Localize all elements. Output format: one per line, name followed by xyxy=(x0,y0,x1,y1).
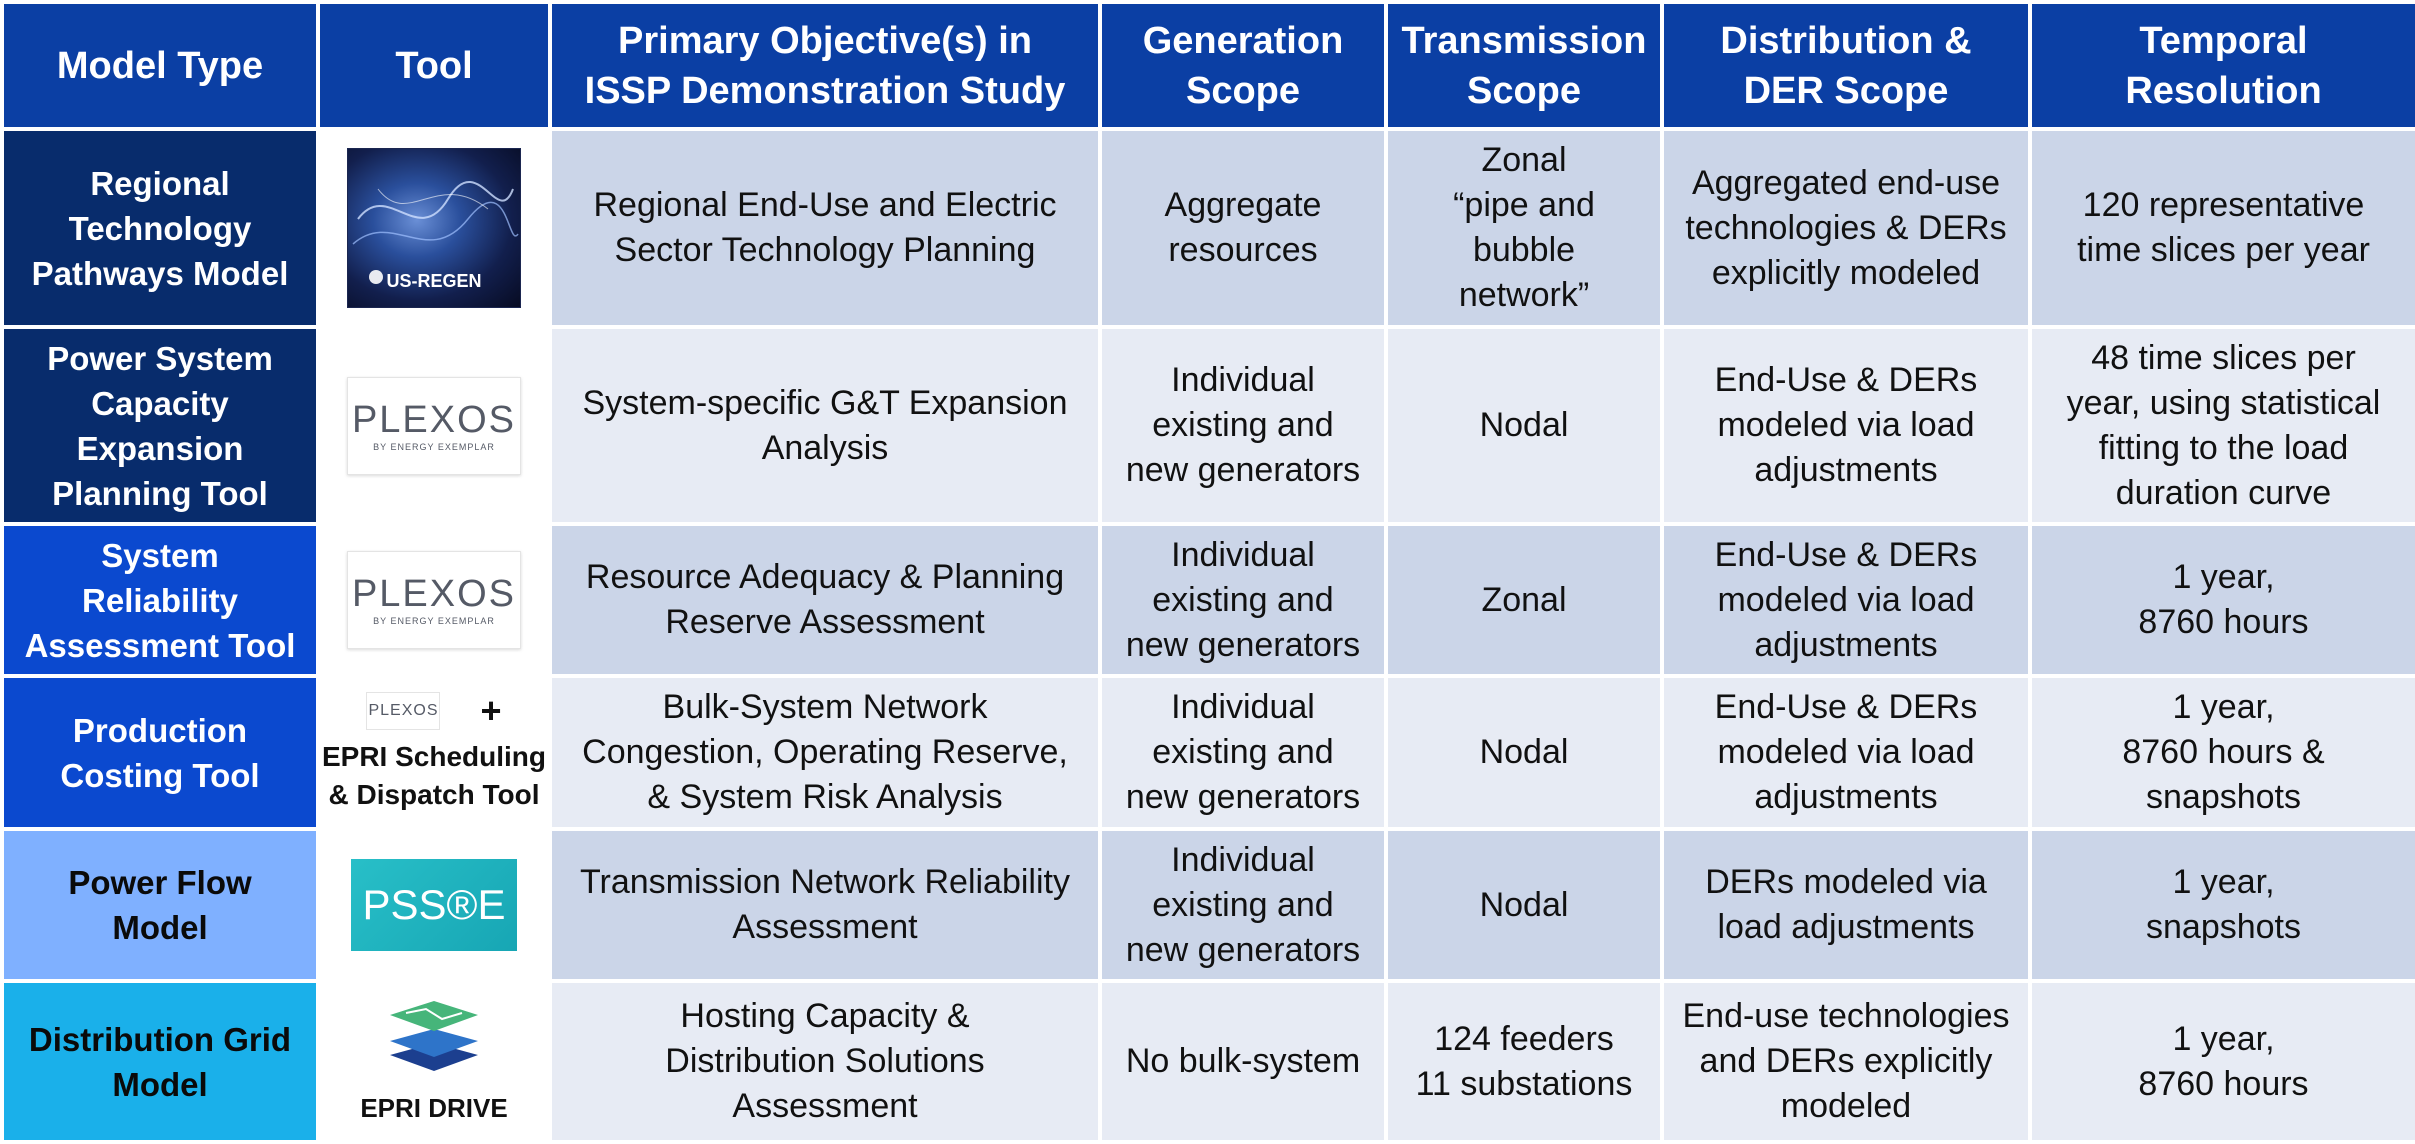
tool-cell: US-REGEN xyxy=(316,127,552,329)
distribution-scope-cell: End-Use & DERs modeled via load adjustme… xyxy=(1660,674,2032,831)
model-type-cell: System Reliability Assessment Tool xyxy=(0,522,320,678)
model-type-cell: Production Costing Tool xyxy=(0,674,320,831)
generation-scope-cell: Individual existing and new generators xyxy=(1098,325,1388,526)
tool-sublabel: BY ENERGY EXEMPLAR xyxy=(373,441,495,452)
objective-cell: Hosting Capacity & Distribution Solution… xyxy=(548,979,1102,1144)
objective-cell: Transmission Network Reliability Assessm… xyxy=(548,827,1102,983)
transmission-scope-cell: Nodal xyxy=(1384,827,1664,983)
plus-sign: + xyxy=(480,689,502,731)
objective-cell: Regional End-Use and Electric Sector Tec… xyxy=(548,127,1102,329)
tool-name: US-REGEN xyxy=(386,271,482,291)
objective-cell: Bulk-System Network Congestion, Operatin… xyxy=(548,674,1102,831)
plexos-logo-icon: PLEXOS xyxy=(366,691,441,730)
distribution-scope-cell: End-Use & DERs modeled via load adjustme… xyxy=(1660,522,2032,678)
header-objective: Primary Objective(s) in ISSP Demonstrati… xyxy=(548,0,1102,131)
header-row: Model Type Tool Primary Objective(s) in … xyxy=(0,0,2415,131)
psse-logo-icon: PSS®E xyxy=(351,859,517,951)
table-row: Power System Capacity Expansion Planning… xyxy=(0,325,2415,526)
tool-name: PSS®E xyxy=(362,881,506,928)
table-row: Power Flow Model PSS®E Transmission Networ… xyxy=(0,827,2415,983)
us-regen-logo-icon: US-REGEN xyxy=(347,148,521,308)
epri-drive-logo-icon xyxy=(386,999,482,1085)
model-type-cell: Power Flow Model xyxy=(0,827,320,983)
temporal-resolution-cell: 120 representative time slices per year xyxy=(2028,127,2415,329)
transmission-scope-cell: Nodal xyxy=(1384,325,1664,526)
objective-cell: System-specific G&T Expansion Analysis xyxy=(548,325,1102,526)
table-row: Production Costing Tool PLEXOS + EPRI Sched… xyxy=(0,674,2415,831)
objective-cell: Resource Adequacy & Planning Reserve Ass… xyxy=(548,522,1102,678)
transmission-scope-cell: Zonal “pipe and bubble network” xyxy=(1384,127,1664,329)
distribution-scope-cell: DERs modeled via load adjustments xyxy=(1660,827,2032,983)
header-temporal-resolution: Temporal Resolution xyxy=(2028,0,2415,131)
distribution-scope-cell: Aggregated end-use technologies & DERs e… xyxy=(1660,127,2032,329)
table-row: System Reliability Assessment Tool PLEXOS… xyxy=(0,522,2415,678)
header-generation-scope: Generation Scope xyxy=(1098,0,1388,131)
tool-name: EPRI DRIVE xyxy=(360,1092,508,1123)
tool-cell: PLEXOS + EPRI Scheduling & Dispatch Tool xyxy=(316,674,552,831)
distribution-scope-cell: End-use technologies and DERs explicitly… xyxy=(1660,979,2032,1144)
model-type-cell: Distribution Grid Model xyxy=(0,979,320,1144)
header-model-type: Model Type xyxy=(0,0,320,131)
tool-name: PLEXOS xyxy=(351,573,517,615)
generation-scope-cell: Individual existing and new generators xyxy=(1098,522,1388,678)
transmission-scope-cell: Zonal xyxy=(1384,522,1664,678)
generation-scope-cell: Individual existing and new generators xyxy=(1098,827,1388,983)
temporal-resolution-cell: 1 year, 8760 hours & snapshots xyxy=(2028,674,2415,831)
tool-cell: PSS®E xyxy=(316,827,552,983)
header-transmission-scope: Transmission Scope xyxy=(1384,0,1664,131)
tool-cell: EPRI DRIVE xyxy=(316,979,552,1144)
tool-text: EPRI Scheduling & Dispatch Tool xyxy=(321,740,547,810)
transmission-scope-cell: 124 feeders 11 substations xyxy=(1384,979,1664,1144)
header-distribution-scope: Distribution & DER Scope xyxy=(1660,0,2032,131)
temporal-resolution-cell: 1 year, 8760 hours xyxy=(2028,979,2415,1144)
header-tool: Tool xyxy=(316,0,552,131)
generation-scope-cell: Aggregate resources xyxy=(1098,127,1388,329)
model-type-cell: Power System Capacity Expansion Planning… xyxy=(0,325,320,526)
tool-sublabel: BY ENERGY EXEMPLAR xyxy=(373,616,495,626)
tool-name: PLEXOS xyxy=(368,702,439,719)
generation-scope-cell: No bulk-system xyxy=(1098,979,1388,1144)
distribution-scope-cell: End-Use & DERs modeled via load adjustme… xyxy=(1660,325,2032,526)
model-type-cell: Regional Technology Pathways Model xyxy=(0,127,320,329)
temporal-resolution-cell: 1 year, 8760 hours xyxy=(2028,522,2415,678)
temporal-resolution-cell: 48 time slices per year, using statistic… xyxy=(2028,325,2415,526)
transmission-scope-cell: Nodal xyxy=(1384,674,1664,831)
generation-scope-cell: Individual existing and new generators xyxy=(1098,674,1388,831)
temporal-resolution-cell: 1 year, snapshots xyxy=(2028,827,2415,983)
tool-name: PLEXOS xyxy=(351,398,517,441)
